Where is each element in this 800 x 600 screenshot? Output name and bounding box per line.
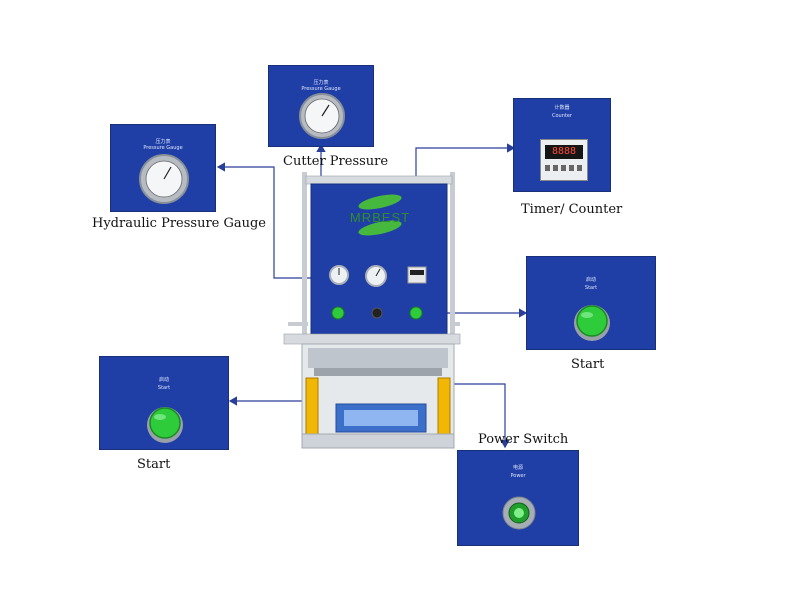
start-button-icon — [147, 407, 183, 443]
start-button-icon — [574, 305, 610, 341]
counter-buttons — [545, 165, 583, 171]
panel-label-cn: 压力表 — [155, 139, 171, 145]
panel-label-en: Power — [510, 473, 526, 479]
caption-cutter-pressure: Cutter Pressure — [283, 154, 389, 169]
hydraulic-gauge-panel: 压力表 Pressure Gauge — [110, 124, 216, 212]
panel-label-cn: 启动 — [158, 377, 169, 383]
panel-label-cn: 电源 — [512, 465, 523, 471]
caption-timer-counter: Timer/ Counter — [521, 202, 623, 217]
panel-label-en: Start — [157, 385, 171, 391]
panel-label-en: Counter — [552, 113, 572, 119]
power-switch-icon — [502, 496, 536, 530]
panel-label-en: Pressure Gauge — [143, 145, 183, 151]
panel-label-cn: 计数器 — [554, 105, 570, 111]
machine-illustration — [283, 172, 461, 449]
counter-display: 8888 — [545, 145, 583, 159]
start-panel-right: 启动 Start — [526, 256, 656, 350]
panel-label-cn: 压力表 — [313, 80, 329, 86]
pressure-gauge-icon — [299, 93, 345, 139]
panel-label-cn: 启动 — [585, 277, 596, 283]
pressure-gauge-icon — [139, 154, 189, 204]
panel-label-en: Start — [584, 285, 598, 291]
panel-label-en: Pressure Gauge — [301, 86, 341, 92]
cutter-pressure-panel: 压力表 Pressure Gauge — [268, 65, 374, 147]
counter-device: 8888 — [540, 139, 588, 181]
caption-start-right: Start — [571, 357, 605, 372]
caption-power-switch: Power Switch — [478, 432, 569, 447]
caption-hydraulic-gauge: Hydraulic Pressure Gauge — [92, 216, 267, 231]
power-switch-panel: 电源 Power — [457, 450, 579, 546]
timer-counter-panel: 计数器 Counter 8888 — [513, 98, 611, 192]
start-panel-left: 启动 Start — [99, 356, 229, 450]
caption-start-left: Start — [137, 457, 171, 472]
machine: MRBEST — [280, 172, 464, 452]
machine-brand: MRBEST — [349, 210, 411, 225]
